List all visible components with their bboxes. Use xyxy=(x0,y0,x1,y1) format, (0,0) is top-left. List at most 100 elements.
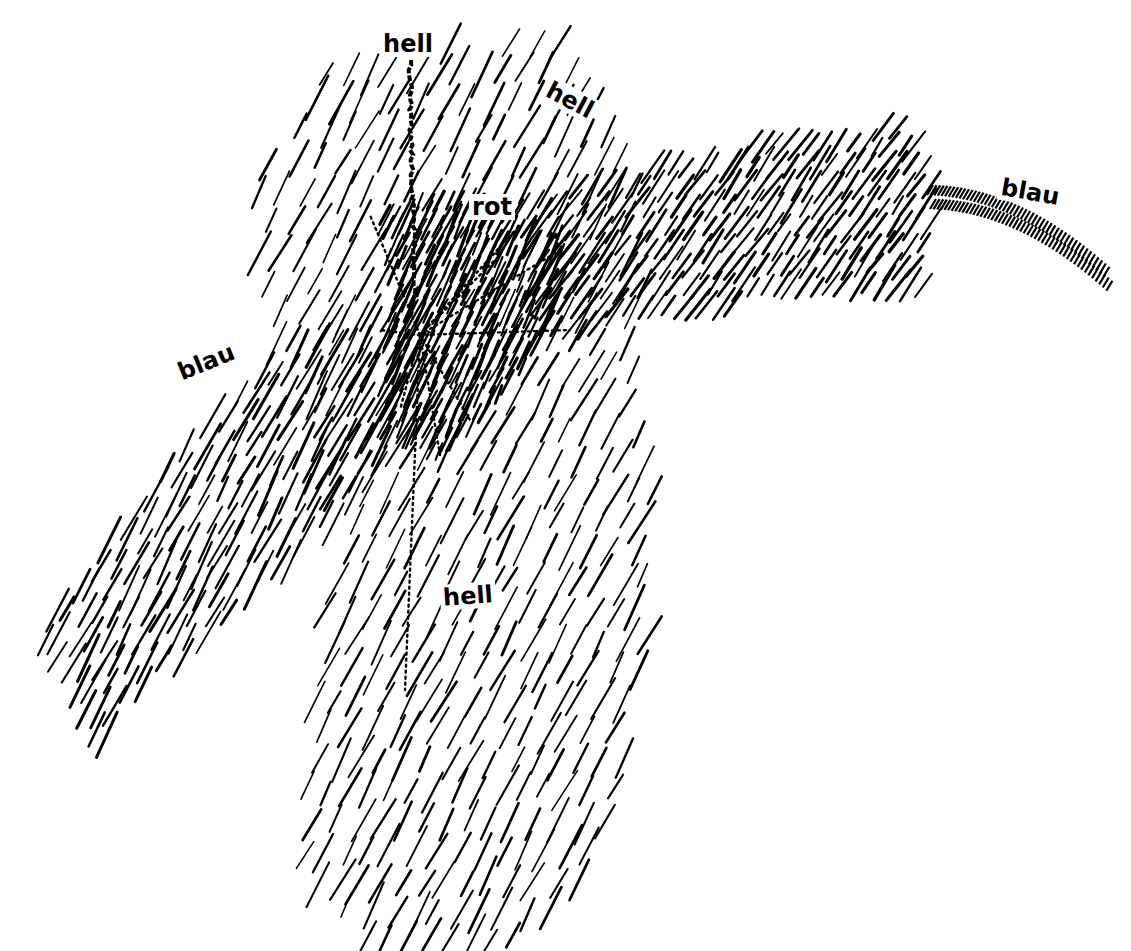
hatch-stroke xyxy=(889,234,903,252)
hatch-stroke xyxy=(448,535,467,574)
hatch-stroke xyxy=(774,272,790,296)
hatch-stroke xyxy=(307,371,327,419)
hatch-stroke xyxy=(324,478,342,511)
hatch-stroke xyxy=(156,646,171,671)
hatch-stroke xyxy=(248,232,271,276)
hatch-stroke xyxy=(471,717,485,743)
hatch-stroke xyxy=(424,203,431,220)
hatch-stroke xyxy=(296,842,313,869)
hatch-stroke xyxy=(363,655,382,695)
hatch-stroke xyxy=(549,624,566,662)
hatch-stroke xyxy=(501,803,519,842)
hatch-stroke xyxy=(394,921,416,951)
hatch-stroke xyxy=(330,805,342,832)
hatch-stroke xyxy=(705,190,725,221)
hatch-stroke xyxy=(448,717,465,748)
hatch-stroke xyxy=(527,190,544,218)
hatch-stroke xyxy=(703,230,723,263)
hatch-stroke xyxy=(515,52,533,81)
hatch-stroke xyxy=(580,535,596,568)
hatch-stroke xyxy=(596,506,608,530)
hatch-stroke xyxy=(500,290,509,305)
hatch-stroke xyxy=(459,84,474,115)
hatch-stroke xyxy=(353,921,376,951)
hatch-stroke xyxy=(559,419,570,442)
hatch-stroke xyxy=(558,293,571,313)
hatch-stroke xyxy=(472,52,493,97)
hatch-stroke xyxy=(792,168,811,200)
hatch-stroke xyxy=(431,399,442,419)
hatch-stroke xyxy=(628,478,639,502)
hatch-stroke xyxy=(167,566,185,608)
hatch-stroke xyxy=(381,412,396,439)
hatch-stroke xyxy=(485,676,505,719)
hatch-stroke xyxy=(405,528,425,568)
hatch-stroke xyxy=(655,230,674,258)
hatch-stroke xyxy=(485,506,498,533)
hatch-stroke xyxy=(595,379,615,413)
hatch-stroke xyxy=(724,195,736,212)
hatch-stroke xyxy=(345,477,363,515)
hatch-stroke xyxy=(601,116,615,147)
hatch-stroke xyxy=(886,270,910,300)
hatch-stroke xyxy=(822,154,837,175)
hatch-stroke xyxy=(315,143,326,168)
hatch-stroke xyxy=(344,53,360,85)
hatch-stroke xyxy=(446,147,458,174)
hatch-stroke xyxy=(326,383,343,416)
hatch-stroke xyxy=(555,112,575,156)
dotted-ray xyxy=(405,335,420,690)
hatch-stroke xyxy=(606,167,627,200)
hatch-stroke xyxy=(255,352,274,388)
hatch-stroke xyxy=(306,76,328,120)
hatch-stroke xyxy=(396,870,411,895)
hatch-stroke xyxy=(747,278,759,296)
hatch-stroke xyxy=(628,356,640,383)
hatch-stroke xyxy=(92,597,107,623)
hatch-stroke xyxy=(455,833,471,862)
hatch-stroke xyxy=(481,807,496,839)
hatch-stroke xyxy=(537,774,549,797)
hatch-stroke xyxy=(378,683,394,711)
hatch-stroke xyxy=(328,425,346,455)
hatch-stroke xyxy=(907,175,924,196)
hatch-stroke xyxy=(378,139,394,172)
hatch-stroke xyxy=(592,748,607,777)
hatch-stroke xyxy=(862,273,876,293)
hatch-stroke xyxy=(517,772,531,800)
hatch-stroke xyxy=(513,472,529,498)
hatch-stroke xyxy=(623,216,634,234)
hatch-stroke xyxy=(582,169,603,204)
hatch-stroke xyxy=(588,554,612,595)
hatch-stroke xyxy=(427,331,435,346)
hatch-stroke xyxy=(579,776,593,805)
hatch-stroke xyxy=(497,526,514,564)
hatch-stroke xyxy=(532,653,552,692)
colour-note: hell xyxy=(380,31,436,57)
hatch-stroke xyxy=(516,193,530,216)
hatch-stroke xyxy=(293,230,315,272)
hatch-stroke xyxy=(589,312,608,336)
hatch-stroke xyxy=(117,624,130,654)
hatch-stroke xyxy=(417,276,425,296)
hatch-stroke xyxy=(737,211,757,236)
hatch-stroke xyxy=(595,137,614,174)
hatch-stroke xyxy=(244,562,266,610)
hatch-stroke xyxy=(304,681,324,722)
hatch-stroke xyxy=(402,399,410,421)
hatch-stroke xyxy=(419,871,435,896)
hatch-stroke xyxy=(570,860,589,901)
hatch-stroke xyxy=(826,211,846,237)
hatch-stroke xyxy=(337,210,349,237)
hatch-stroke xyxy=(660,246,683,278)
hatch-stroke xyxy=(394,802,412,841)
hatch-stroke xyxy=(209,574,228,607)
hatch-stroke xyxy=(491,473,511,515)
hatch-stroke xyxy=(419,747,430,772)
hatch-stroke xyxy=(800,196,812,217)
hatch-stroke xyxy=(569,320,586,351)
hatch-stroke xyxy=(758,187,780,218)
hatch-stroke xyxy=(345,617,369,654)
hatch-stroke xyxy=(662,296,675,315)
hatch-stroke xyxy=(378,373,388,396)
